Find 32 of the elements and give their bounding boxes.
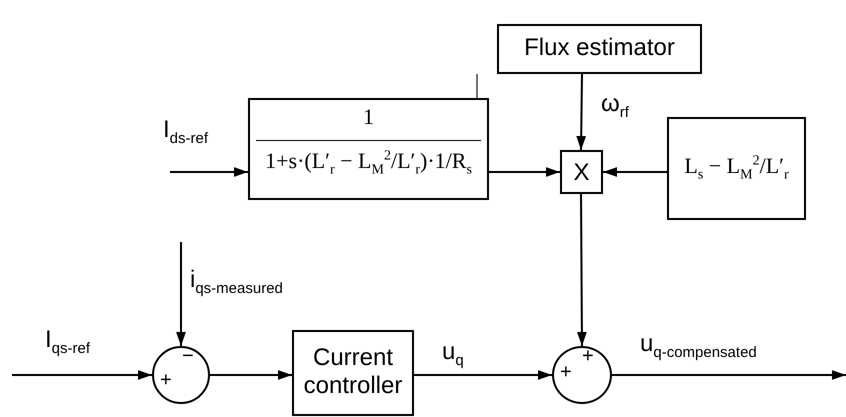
multiplier-block — [560, 150, 603, 194]
signal-arrow — [577, 194, 587, 346]
signal-label: ω$_{rf}$ — [601, 92, 629, 120]
transfer-function-block — [667, 117, 806, 220]
signal-arrow — [210, 370, 292, 380]
signal-arrow — [612, 370, 846, 380]
process-box — [497, 24, 702, 74]
signal-label: i$_{qs-measured}$ — [190, 268, 283, 296]
sign-symbol: + — [560, 362, 572, 382]
formula-text: 1+s·(L′$_{r}$ − L$_{M}$$^{2}$/L′$_{r}$)·1/R$_{s}$ — [264, 148, 473, 178]
sign-symbol: + — [582, 346, 594, 366]
signal-arrow — [489, 167, 560, 177]
sign-symbol: + — [160, 370, 172, 390]
transfer-function-block — [248, 98, 489, 200]
block-label: X — [572, 159, 590, 187]
signal-label: I$_{qs-ref}$ — [45, 328, 90, 356]
signal-arrow — [414, 370, 552, 380]
signal-arrow — [176, 242, 186, 346]
block-label: Flux estimator — [523, 34, 676, 62]
signal-label: u$_{q-compensated}$ — [640, 332, 757, 360]
sign-symbol: − — [182, 346, 194, 366]
formula-text: 1 — [362, 104, 375, 130]
signal-arrow — [170, 167, 248, 177]
signal-arrow — [603, 167, 667, 177]
connector-line — [476, 74, 478, 98]
formula-text: L$_{s}$ − L$_{M}$$^{2}$/L′$_{r}$ — [683, 153, 790, 184]
block-label: Current controller — [302, 344, 404, 400]
signal-arrow — [576, 74, 586, 150]
signal-label: u$_{q}$ — [442, 340, 464, 368]
signal-label: I$_{ds-ref}$ — [163, 118, 208, 146]
signal-arrow — [12, 370, 152, 380]
process-box — [292, 330, 414, 416]
